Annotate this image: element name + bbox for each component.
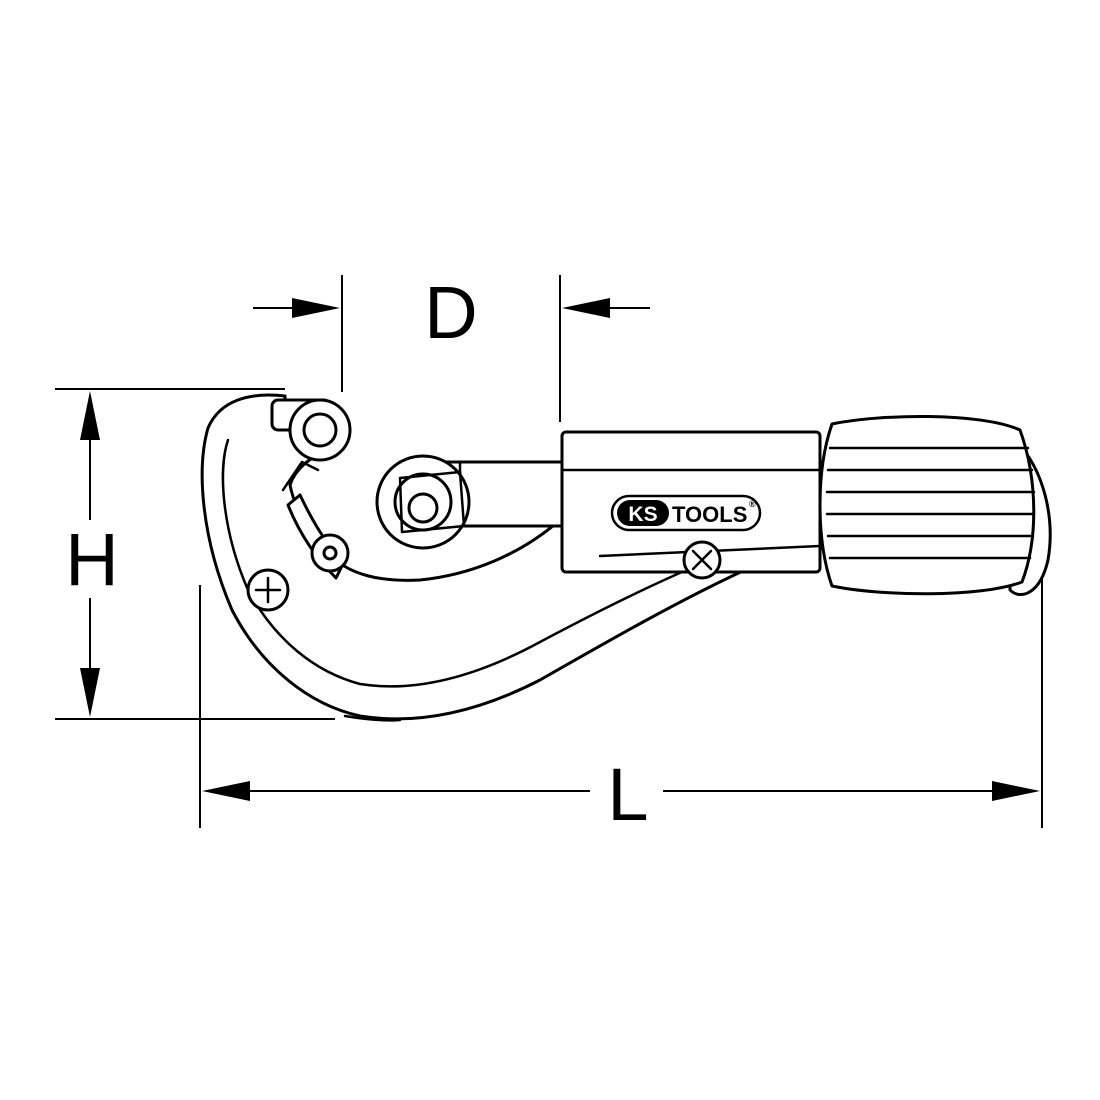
cutter-frame-lower-edge [343,714,402,722]
dimension-l [199,560,1043,828]
logo-ks-text: KS [628,503,657,526]
jaw-v-notch [281,460,320,492]
dimension-label-d: D [424,271,477,354]
logo-ks-badge [617,500,669,526]
arrowhead-l-left [202,781,250,801]
arrowhead-d-left [292,298,340,318]
dimension-label-h: H [65,518,118,601]
cutting-wheel-pin [407,492,439,524]
dimension-d [253,275,650,422]
logo-registered-mark: ® [749,499,756,509]
arrowhead-h-bottom [80,668,100,717]
dimension-label-l: L [607,753,648,836]
frame-screw-slot-icon [254,576,282,604]
cutter-frame-inner-edge [221,438,722,688]
wheel-holder [398,470,466,534]
ks-tools-logo: KS TOOLS ® [610,494,762,532]
housing-screw-cross-icon [691,549,713,571]
guide-roller-upper-inner [302,412,338,448]
arrowhead-d-right [562,298,610,318]
feed-knob [818,414,1036,596]
dimension-h [55,388,335,720]
pipe-cutter-tool [200,393,1052,722]
logo-tools-text: TOOLS [672,502,747,527]
guide-roller-lower-pin [322,545,338,561]
arrowhead-h-top [80,391,100,440]
arrowhead-l-right [992,781,1040,801]
cutter-frame [200,393,822,721]
knob-grip-ridges [825,446,1036,560]
